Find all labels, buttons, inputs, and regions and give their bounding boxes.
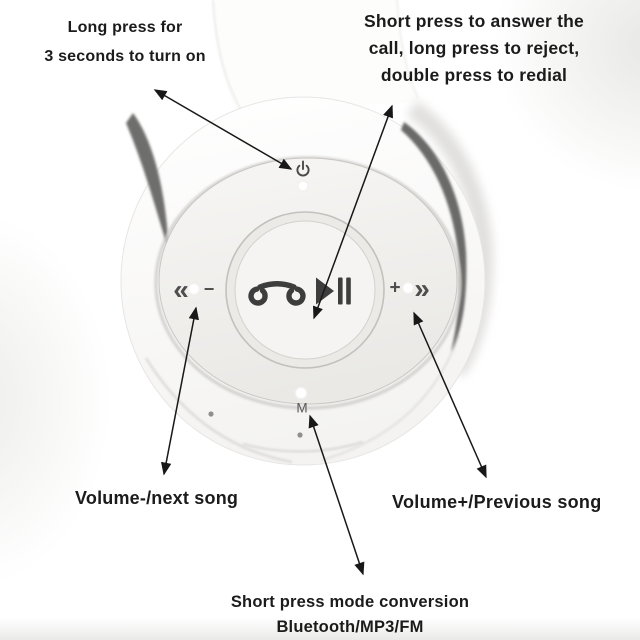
arrow-volume-up — [413, 311, 487, 479]
right-led — [400, 280, 416, 296]
phone-handset-icon — [248, 281, 306, 306]
annotation-mode-line2: Bluetooth/MP3/FM — [276, 618, 424, 636]
arrow-call — [313, 104, 393, 320]
annotation-arrows — [153, 89, 487, 576]
double-chevron-right-icon: » — [414, 273, 430, 304]
hinge-shadow-left — [126, 113, 169, 252]
arrow-volume-down — [161, 306, 199, 476]
annotation-call-line3: double press to redial — [380, 65, 568, 85]
plus-icon: + — [389, 277, 401, 299]
annotation-call-line1: Short press to answer the — [364, 11, 584, 31]
annotation-volume-down: Volume-/next song — [75, 488, 239, 508]
power-led — [296, 179, 310, 193]
annotation-mode: Short press mode conversion Bluetooth/MP… — [220, 590, 480, 640]
arrow-mode — [308, 414, 365, 576]
minus-icon: − — [203, 279, 215, 299]
mode-led — [293, 385, 309, 401]
annotation-volume-up: Volume+/Previous song — [392, 492, 602, 512]
annotation-power-line1: Long press for — [67, 19, 183, 36]
power-icon — [296, 160, 310, 177]
annotation-call-line2: call, long press to reject, — [368, 38, 580, 58]
mode-button-label: M — [296, 400, 308, 416]
annotation-power-line2: 3 seconds to turn on — [44, 48, 206, 65]
cup-edge-shadow-left — [144, 357, 293, 464]
mic-hole — [208, 411, 214, 417]
mic-hole — [297, 432, 303, 438]
annotation-power: Long press for 3 seconds to turn on — [30, 13, 220, 71]
annotation-mode-line1: Short press mode conversion — [230, 593, 470, 611]
left-led — [186, 281, 202, 297]
double-chevron-left-icon: « — [173, 274, 189, 305]
arrow-power — [153, 89, 293, 170]
annotation-call: Short press to answer the call, long pre… — [340, 8, 608, 89]
